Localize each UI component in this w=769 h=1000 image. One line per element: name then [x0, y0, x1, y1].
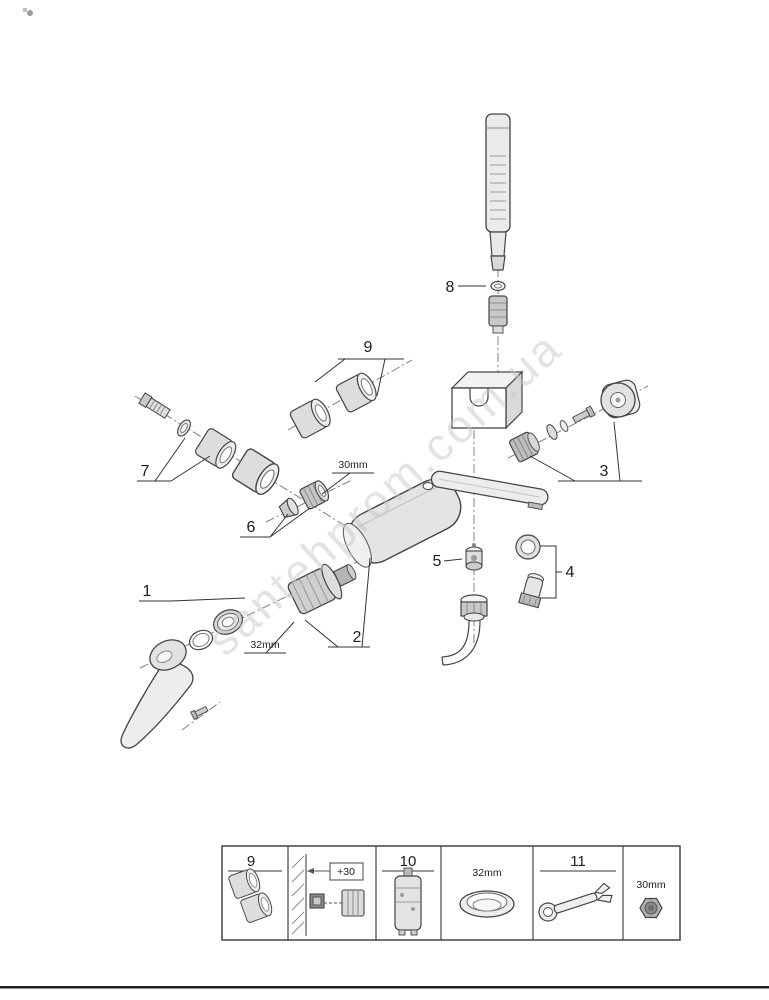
- shower-outlet-union: [441, 594, 488, 666]
- legend-cell-9: 9: [227, 853, 282, 924]
- callout-5: 5: [433, 553, 442, 570]
- callout-leader-lines: [137, 285, 642, 654]
- part-3-diverter-set: [508, 379, 641, 463]
- legend-cell-30mm: 30mm: [636, 879, 666, 919]
- legend-cell-11: 11: [538, 853, 616, 922]
- part-8-seal-ring: [490, 280, 506, 292]
- handle-screw: [189, 705, 209, 721]
- spout: [430, 470, 549, 511]
- page-bottom-rule: [0, 986, 769, 989]
- callout-7: 7: [141, 463, 150, 480]
- part-9-escutcheons: [288, 369, 381, 440]
- wrench-icon: [538, 882, 613, 922]
- hand-shower: [485, 113, 511, 271]
- callout-1: 1: [143, 583, 152, 600]
- hose-connector: [488, 295, 508, 334]
- part-2-cartridge: [287, 563, 357, 615]
- legend-label-11: 11: [570, 853, 586, 870]
- legend-label-10: 10: [400, 853, 417, 870]
- legend-table: 9 +30: [221, 845, 681, 941]
- callout-4: 4: [566, 564, 575, 581]
- legend-cell-32mm: 32mm: [459, 867, 515, 918]
- legend-label-32mm: 32mm: [472, 867, 501, 879]
- part-7-connection-set: [138, 392, 284, 499]
- scan-artifact: [23, 8, 33, 16]
- callout-8: 8: [446, 279, 455, 296]
- dimension-30mm: 30mm: [338, 459, 367, 471]
- shower-holder-bracket: [450, 370, 524, 430]
- callout-2: 2: [353, 629, 362, 646]
- legend-label-plus30: +30: [337, 866, 355, 878]
- callout-6: 6: [247, 519, 256, 536]
- callout-numbers: 8 9 7 3 6 5 4 1 2 30mm 32mm: [141, 279, 609, 651]
- dimension-32mm: 32mm: [250, 639, 279, 651]
- legend-label-9: 9: [247, 853, 255, 870]
- legend-cell-10: 10: [382, 853, 434, 936]
- part-4-nut-and-elbow: [515, 534, 545, 609]
- callout-3: 3: [600, 463, 609, 480]
- part-6-union-nut: [278, 480, 330, 518]
- part-5-check-valve: [465, 543, 483, 571]
- part-1-lever-handle-set: [120, 609, 243, 749]
- mixer-body: [342, 478, 462, 568]
- legend-cell-extension: +30: [291, 854, 365, 936]
- legend-label-30mm: 30mm: [636, 879, 665, 891]
- callout-9: 9: [364, 339, 373, 356]
- diverter-knob: [600, 379, 641, 419]
